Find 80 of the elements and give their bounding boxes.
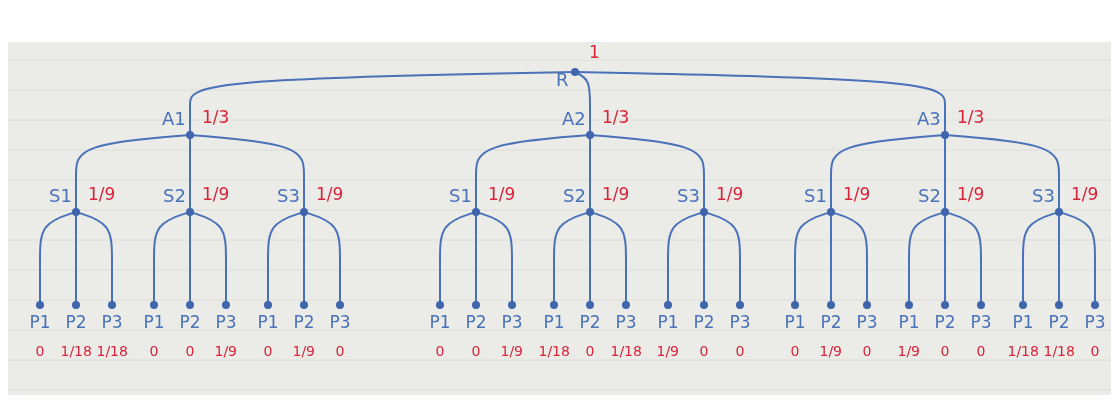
- probability-value: 1/18: [96, 342, 128, 361]
- probability-value: 1/9: [488, 184, 516, 204]
- probability-value: 1/9: [500, 342, 524, 361]
- probability-value: 1/9: [316, 184, 344, 204]
- node-label: P1: [784, 312, 806, 332]
- probability-value: 1/9: [819, 342, 843, 361]
- probability-value: 1/9: [602, 184, 630, 204]
- node-label: S2: [563, 186, 586, 206]
- node-label: S2: [918, 186, 941, 206]
- node-label: P2: [293, 312, 315, 332]
- probability-value: 1/9: [656, 342, 680, 361]
- node-label: P2: [465, 312, 487, 332]
- probability-value: 1/9: [957, 184, 985, 204]
- node-label: P3: [856, 312, 878, 332]
- node-label: P1: [898, 312, 920, 332]
- node-label: S2: [163, 186, 186, 206]
- node-label: P3: [101, 312, 123, 332]
- node-label: P2: [179, 312, 201, 332]
- probability-value: 1/18: [1043, 342, 1075, 361]
- probability-value: 1/3: [202, 107, 230, 127]
- probability-value: 1/9: [1071, 184, 1099, 204]
- node-label: P2: [693, 312, 715, 332]
- probability-value: 1/9: [716, 184, 744, 204]
- node-label: P1: [143, 312, 165, 332]
- node-label: P2: [65, 312, 87, 332]
- probability-value: 1: [589, 42, 600, 62]
- probability-value: 1/9: [292, 342, 316, 361]
- probability-value: 1/9: [843, 184, 871, 204]
- probability-value: 1/3: [957, 107, 985, 127]
- node-label: P1: [429, 312, 451, 332]
- node-label: P1: [543, 312, 565, 332]
- probability-value: 1/9: [214, 342, 238, 361]
- probability-value: 0: [35, 342, 45, 361]
- probability-value: 0: [185, 342, 195, 361]
- node-label: P1: [29, 312, 51, 332]
- probability-value: 0: [1090, 342, 1100, 361]
- node-label: S3: [277, 186, 300, 206]
- node-label: A1: [162, 109, 186, 129]
- node-label: P3: [501, 312, 523, 332]
- probability-value: 1/18: [610, 342, 642, 361]
- probability-value: 1/9: [88, 184, 116, 204]
- probability-value: 0: [790, 342, 800, 361]
- probability-value: 1/3: [602, 107, 630, 127]
- probability-value: 1/18: [538, 342, 570, 361]
- node-label: P3: [329, 312, 351, 332]
- node-label: P1: [657, 312, 679, 332]
- probability-value: 0: [335, 342, 345, 361]
- probability-value: 0: [862, 342, 872, 361]
- node-label: S1: [449, 186, 472, 206]
- probability-value: 0: [976, 342, 986, 361]
- node-label: S3: [677, 186, 700, 206]
- probability-value: 1/9: [897, 342, 921, 361]
- node-label: S1: [49, 186, 72, 206]
- node-label: P2: [579, 312, 601, 332]
- node-label: P1: [257, 312, 279, 332]
- node-label: P3: [1084, 312, 1106, 332]
- node-label: S1: [804, 186, 827, 206]
- node-label: P3: [215, 312, 237, 332]
- node-label: P3: [729, 312, 751, 332]
- node-label: S3: [1032, 186, 1055, 206]
- node-label: P2: [820, 312, 842, 332]
- probability-value: 0: [699, 342, 709, 361]
- probability-value: 0: [585, 342, 595, 361]
- node-label: P2: [1048, 312, 1070, 332]
- node-label: R: [556, 70, 569, 90]
- node-label: P1: [1012, 312, 1034, 332]
- probability-value: 1/18: [1007, 342, 1039, 361]
- node-label: P2: [934, 312, 956, 332]
- node-label: A2: [562, 109, 586, 129]
- probability-value: 1/9: [202, 184, 230, 204]
- probability-value: 0: [471, 342, 481, 361]
- node-label: P3: [970, 312, 992, 332]
- node-label: A3: [917, 109, 941, 129]
- probability-value: 0: [940, 342, 950, 361]
- probability-value: 0: [149, 342, 159, 361]
- probability-value: 0: [735, 342, 745, 361]
- probability-value: 0: [435, 342, 445, 361]
- node-label: P3: [615, 312, 637, 332]
- probability-value: 0: [263, 342, 273, 361]
- probability-value: 1/18: [60, 342, 92, 361]
